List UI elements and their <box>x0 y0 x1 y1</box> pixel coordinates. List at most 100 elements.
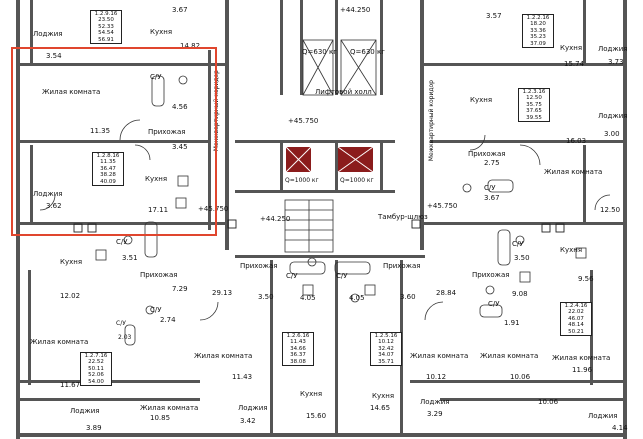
room-area-top-right-corner: 3.57 <box>486 12 502 20</box>
lift-large-1-label: Q=1000 кг <box>285 177 319 184</box>
bath-label-bc-left: С/У <box>286 272 298 280</box>
room-area-bath-bc-left: 4.05 <box>300 294 316 302</box>
bath-label-mid-left: С/У <box>150 73 162 81</box>
room-area-loggia-low-right: 4.14 <box>612 424 628 432</box>
hall-label-mid-right: Прихожая <box>468 150 506 158</box>
living-label-low-right: Жилая комната <box>480 352 539 360</box>
living-label-bc-left: Жилая комната <box>194 352 253 360</box>
room-area-bath-low-right2: 1.91 <box>504 319 520 327</box>
room-area-bath-mid-left: 4.56 <box>172 103 188 111</box>
room-area-loggia-bc-right: 3.29 <box>427 410 443 418</box>
room-area-loggia-bc-left: 3.42 <box>240 417 256 425</box>
elevator-hall-label: Лифтовой холл <box>315 88 372 96</box>
room-area-top-left-corner: 3.67 <box>172 6 188 14</box>
hall-label-mid-left: Прихожая <box>148 128 186 136</box>
corridor-label-left: Межквартирный коридор <box>213 70 220 152</box>
bath-label-low-right: С/У <box>488 300 500 308</box>
kitchen-label-bc-left: Кухня <box>300 390 323 398</box>
room-area-loggia-top-right: 3.73 <box>608 58 624 66</box>
kitchen-label-mid-right: Кухня <box>470 96 493 104</box>
living-label-low-left: Жилая комната <box>30 338 89 346</box>
room-area-bath-bc-right: 4.05 <box>349 294 365 302</box>
bath-label-low-left2: С/У <box>150 306 162 314</box>
room-area-living-bc-right: 10.12 <box>426 373 447 381</box>
loggia-label-mid-left: Лоджия <box>33 190 63 198</box>
loggia-label-top-left: Лоджия <box>33 30 63 38</box>
room-area-living-low-right3: 10.06 <box>538 398 559 406</box>
living-label-low-right2: Жилая комната <box>552 354 611 362</box>
level-mark-top: +44.250 <box>340 6 371 14</box>
loggia-label-low-right: Лоджия <box>588 412 618 420</box>
living-label-bottom-left2: Жилая комната <box>140 404 199 412</box>
room-area-loggia-low-left: 3.89 <box>86 424 102 432</box>
loggia-label-bc-right: Лоджия <box>420 398 450 406</box>
loggia-label-mid-right: Лоджия <box>598 112 628 120</box>
room-area-bath-low-right: 9.08 <box>512 290 528 298</box>
bath-label-low-left3: С/У <box>116 320 126 327</box>
level-mark-right: +45.750 <box>427 202 458 210</box>
hall-label-low-right: Прихожая <box>472 271 510 279</box>
living-label-mid-left: Жилая комната <box>42 88 101 96</box>
room-area-bath-low-left2: 2.74 <box>160 316 176 324</box>
lift-small-2-label: Q=630 кг <box>350 48 385 56</box>
room-area-living-low-right2: 11.96 <box>572 366 593 374</box>
loggia-label-low-left: Лоджия <box>70 407 100 415</box>
corridor-label-right: Межквартирный коридор <box>428 80 435 162</box>
room-area-living-mid-right: 12.50 <box>600 206 621 214</box>
lift-small-1-label: Q=630 кг <box>302 48 337 56</box>
room-area-kitchen-top-left: 14.82 <box>180 42 201 50</box>
kitchen-label-mid-left: Кухня <box>145 175 168 183</box>
room-area-hall-low-left: 7.29 <box>172 285 188 293</box>
room-area-kitchen-bc-left: 15.60 <box>306 412 327 420</box>
room-area-kitchen-mid-right: 16.03 <box>566 137 587 145</box>
room-area-bath-mid-right2: 3.67 <box>484 194 500 202</box>
level-mark-center-left: +44.250 <box>260 215 291 223</box>
room-area-kitchen-bc-right: 14.65 <box>370 404 391 412</box>
room-area-hall-bc-right: 3.60 <box>400 293 416 301</box>
kitchen-label-top-right: Кухня <box>560 44 583 52</box>
room-area-living-low-left: 11.67 <box>60 381 81 389</box>
room-area-hall-bc-left: 3.50 <box>258 293 274 301</box>
room-area-loggia-mid-right: 3.00 <box>604 130 620 138</box>
room-area-bath-mid-right: 3.50 <box>514 254 530 262</box>
room-area-corridor-low-left: 29.13 <box>212 289 233 297</box>
loggia-label-bc-left: Лоджия <box>238 404 268 412</box>
living-label-mid-right: Жилая комната <box>544 168 603 176</box>
room-area-kitchen-low-left: 12.02 <box>60 292 81 300</box>
room-area-bath-low-left: 3.51 <box>122 254 138 262</box>
lift-large-2-label: Q=1000 кг <box>340 177 374 184</box>
room-area-loggia-mid-left: 3.62 <box>46 202 62 210</box>
hall-label-bc-right: Прихожая <box>383 262 421 270</box>
living-label-bc-right: Жилая комната <box>410 352 469 360</box>
vestibule-label: Тамбур-шлюз <box>378 213 428 221</box>
room-area-living-low-right: 10.06 <box>510 373 531 381</box>
hall-label-low-left: Прихожая <box>140 271 178 279</box>
hall-label-bc-left: Прихожая <box>240 262 278 270</box>
room-area-living-bc-left: 11.43 <box>232 373 253 381</box>
room-area-kitchen-low-right: 9.56 <box>578 275 594 283</box>
room-area-hall-mid-right: 2.75 <box>484 159 500 167</box>
room-area-kitchen-mid-left: 17.11 <box>148 206 169 214</box>
room-area-top-left-loggia: 3.54 <box>46 52 62 60</box>
bath-label-bc-right: С/У <box>336 272 348 280</box>
kitchen-label-top-left: Кухня <box>150 28 173 36</box>
level-mark-left: +45.750 <box>198 205 229 213</box>
loggia-label-top-right: Лоджия <box>598 45 628 53</box>
room-area-hall-mid-left: 3.45 <box>172 143 188 151</box>
kitchen-label-bc-right: Кухня <box>372 392 395 400</box>
kitchen-label-low-right: Кухня <box>560 246 583 254</box>
room-area-kitchen-top-right: 15.74 <box>564 60 585 68</box>
kitchen-label-low-left: Кухня <box>60 258 83 266</box>
room-area-corridor-low-right: 28.84 <box>436 289 457 297</box>
room-area-bath-low-left3: 2.03 <box>118 334 132 341</box>
